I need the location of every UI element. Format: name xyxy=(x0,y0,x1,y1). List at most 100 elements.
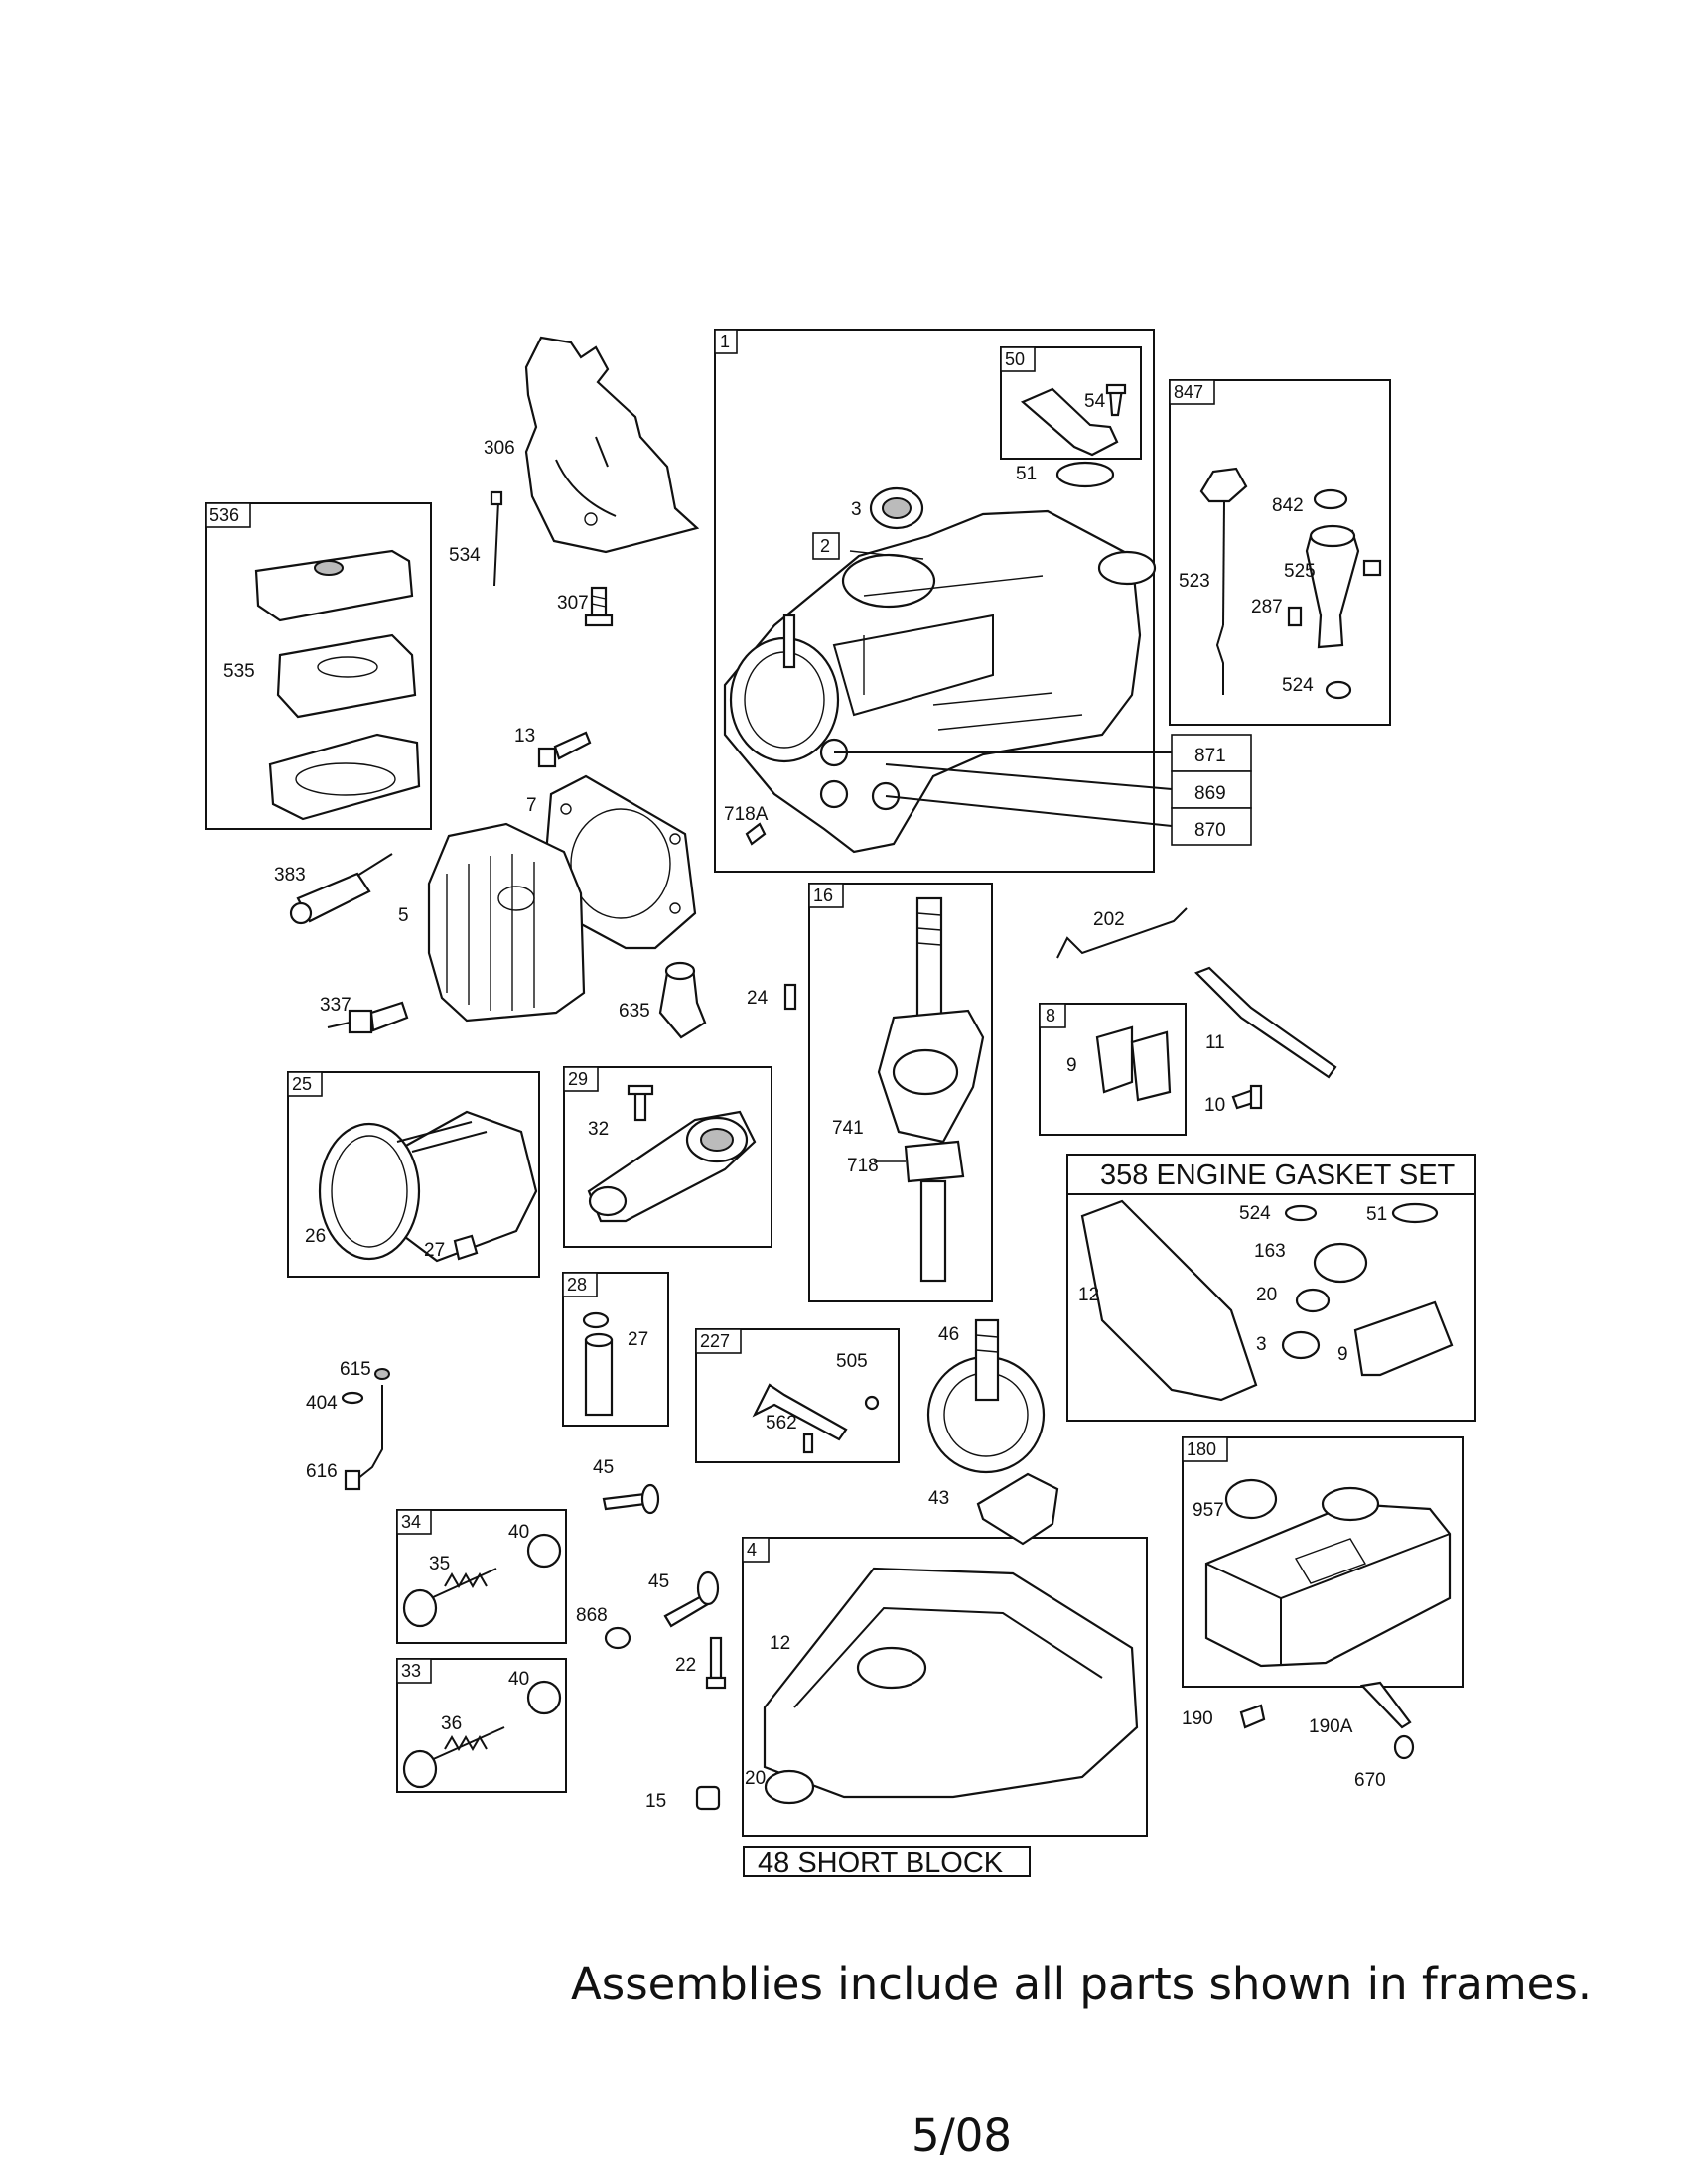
label-287: 287 xyxy=(1251,597,1283,617)
frame-tag-33 xyxy=(396,1658,432,1684)
bolt-190-part xyxy=(1239,1704,1266,1729)
label-40b: 40 xyxy=(508,1669,529,1690)
label-f33: 33 xyxy=(401,1661,421,1681)
label-36: 36 xyxy=(441,1713,462,1734)
label-670: 670 xyxy=(1354,1770,1386,1791)
label-524a: 524 xyxy=(1282,675,1314,696)
label-3a: 3 xyxy=(851,499,862,520)
label-562: 562 xyxy=(766,1413,797,1433)
label-13: 13 xyxy=(514,726,535,747)
frame-tag-847 xyxy=(1169,379,1215,405)
label-202: 202 xyxy=(1093,909,1125,930)
label-9b: 9 xyxy=(1337,1344,1348,1365)
bolt-13-part xyxy=(537,731,592,768)
frame-tag-50 xyxy=(1000,346,1036,372)
frame-1-cylinder-assembly xyxy=(714,329,1155,873)
part-615-404-616 xyxy=(341,1368,390,1491)
frame-tag-227 xyxy=(695,1328,742,1354)
label-f227: 227 xyxy=(700,1331,730,1351)
breather-part xyxy=(1020,383,1127,488)
frame-tag-29 xyxy=(563,1066,599,1092)
label-616: 616 xyxy=(306,1461,338,1482)
label-635: 635 xyxy=(619,1001,650,1022)
label-f50: 50 xyxy=(1005,349,1025,369)
label-20b: 20 xyxy=(745,1768,766,1789)
label-10: 10 xyxy=(1204,1095,1225,1116)
governor-43-part xyxy=(976,1472,1059,1546)
label-718a: 718A xyxy=(724,804,769,825)
short-block-title: 48 SHORT BLOCK xyxy=(758,1847,1004,1879)
bolt-534-part xyxy=(490,490,503,587)
label-f180: 180 xyxy=(1187,1439,1216,1459)
part-635 xyxy=(658,961,707,1039)
label-20a: 20 xyxy=(1256,1285,1277,1305)
dipstick-part xyxy=(1199,467,1382,700)
spark-plug-part xyxy=(327,1001,409,1034)
frame-29-connecting-rod xyxy=(563,1066,772,1248)
frame-8-gasket xyxy=(1039,1003,1187,1136)
label-f34: 34 xyxy=(401,1512,421,1532)
label-505: 505 xyxy=(836,1351,868,1372)
frame-tag-16 xyxy=(808,883,844,908)
label-869: 869 xyxy=(1194,783,1226,804)
label-26: 26 xyxy=(305,1226,326,1247)
label-46: 46 xyxy=(938,1324,959,1345)
frame-tag-25 xyxy=(287,1071,323,1097)
label-f1: 1 xyxy=(720,332,730,351)
label-12b: 12 xyxy=(770,1633,790,1654)
label-f8: 8 xyxy=(1046,1006,1055,1025)
frame-tag-28 xyxy=(562,1272,598,1297)
frame-50-breather xyxy=(1000,346,1142,460)
tube-11-part xyxy=(1194,966,1337,1079)
label-306: 306 xyxy=(484,438,515,459)
governor-lever-part xyxy=(752,1383,880,1454)
label-7: 7 xyxy=(526,795,537,816)
label-45b: 45 xyxy=(648,1571,669,1592)
frame-536-air-filter xyxy=(205,502,432,830)
label-190: 190 xyxy=(1182,1708,1213,1729)
frame-33-valve xyxy=(396,1658,567,1793)
frame-tag-8 xyxy=(1039,1003,1066,1028)
frame-tag-536 xyxy=(205,502,251,528)
label-f28: 28 xyxy=(567,1275,587,1295)
frame-180-fuel-tank xyxy=(1182,1436,1464,1688)
label-f536: 536 xyxy=(210,505,239,525)
label-868: 868 xyxy=(576,1605,608,1626)
blower-shield-part xyxy=(524,336,700,554)
label-615: 615 xyxy=(340,1359,371,1380)
label-f847: 847 xyxy=(1174,382,1203,402)
label-718: 718 xyxy=(847,1156,879,1176)
pin-718a-part xyxy=(745,822,767,846)
frame-227-governor xyxy=(695,1328,900,1463)
label-741: 741 xyxy=(832,1118,864,1139)
label-f25: 25 xyxy=(292,1074,312,1094)
plug-15-part xyxy=(695,1785,721,1811)
label-190A: 190A xyxy=(1309,1716,1353,1737)
label-51b: 51 xyxy=(1366,1204,1387,1225)
label-27b: 27 xyxy=(628,1329,648,1350)
frame-4-sump xyxy=(742,1537,1148,1837)
label-40a: 40 xyxy=(508,1522,529,1543)
label-f4: 4 xyxy=(747,1540,757,1560)
assemblies-note: Assemblies include all parts shown in fr… xyxy=(571,1958,1593,2010)
label-957: 957 xyxy=(1193,1500,1224,1521)
label-163: 163 xyxy=(1254,1241,1286,1262)
label-f29: 29 xyxy=(568,1069,588,1089)
oil-seal-3-part xyxy=(869,486,924,530)
leader-2 xyxy=(849,550,924,560)
label-535: 535 xyxy=(223,661,255,682)
label-9a: 9 xyxy=(1066,1055,1077,1076)
piston-pin-part xyxy=(582,1311,614,1417)
label-3b: 3 xyxy=(1256,1334,1267,1355)
label-24: 24 xyxy=(747,988,769,1009)
label-35: 35 xyxy=(429,1554,450,1574)
frame-25-piston xyxy=(287,1071,540,1278)
frame-34-valve xyxy=(396,1509,567,1644)
label-f16: 16 xyxy=(813,886,833,905)
frame-tag-1 xyxy=(714,329,738,354)
label-404: 404 xyxy=(306,1393,338,1414)
label-307: 307 xyxy=(557,593,589,614)
governor-link-202 xyxy=(1056,907,1188,959)
bolt-307-part xyxy=(584,586,614,627)
